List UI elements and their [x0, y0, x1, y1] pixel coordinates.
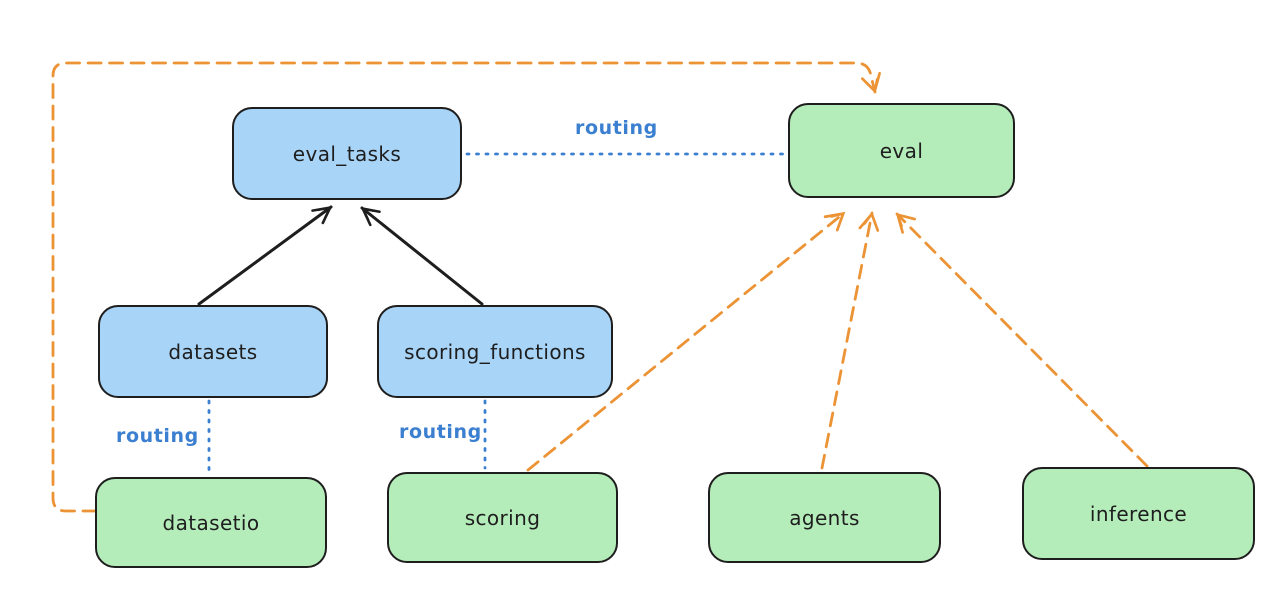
node-eval: eval [788, 103, 1015, 198]
node-label: datasetio [162, 510, 260, 535]
node-scoring: scoring [387, 472, 618, 563]
node-label: eval_tasks [292, 141, 402, 166]
node-scoring-functions: scoring_functions [377, 305, 613, 398]
edge-datasets-eval_tasks [197, 205, 333, 306]
routing-label-eval-tasks-eval: routing [575, 117, 658, 139]
node-label: inference [1089, 501, 1188, 526]
node-label: scoring [464, 505, 541, 530]
node-label: agents [789, 505, 860, 530]
node-eval-tasks: eval_tasks [232, 107, 462, 200]
edge-scoring_functions-eval_tasks [360, 206, 484, 306]
node-datasetio: datasetio [95, 477, 327, 568]
routing-label-scoring-functions-scoring: routing [399, 421, 482, 443]
node-label: scoring_functions [404, 339, 586, 364]
node-label: datasets [168, 339, 258, 364]
routing-label-datasets-datasetio: routing [116, 425, 199, 447]
node-inference: inference [1022, 467, 1255, 560]
node-label: eval [879, 138, 924, 163]
edge-agents-eval [820, 211, 880, 470]
node-datasets: datasets [98, 305, 328, 398]
edge-inference-eval [895, 212, 1149, 468]
node-agents: agents [708, 472, 941, 563]
